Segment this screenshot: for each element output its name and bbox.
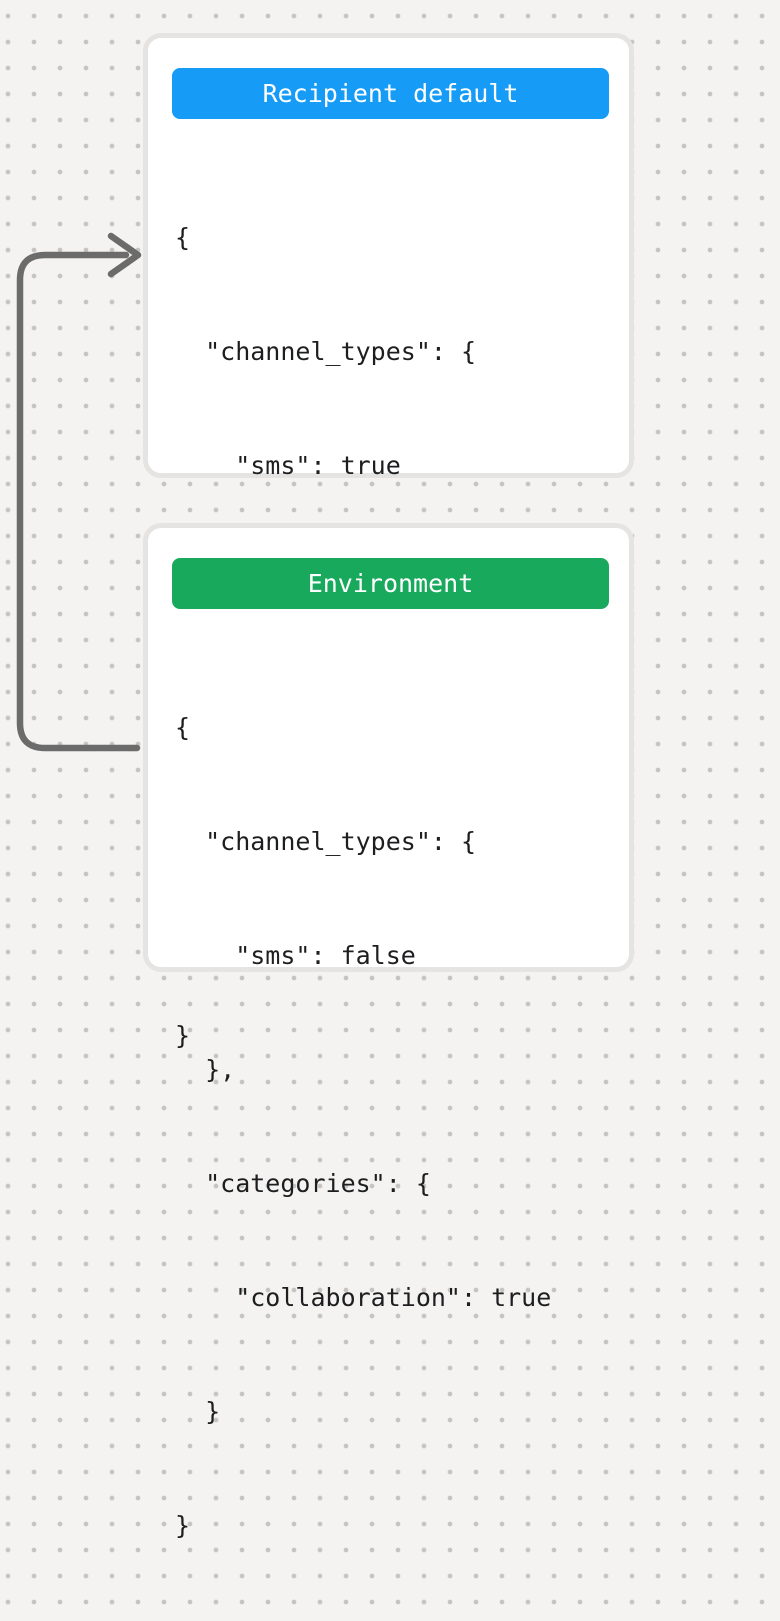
code-line: }	[175, 1397, 221, 1426]
code-line: {	[175, 713, 191, 742]
code-line: "channel_types": {	[175, 827, 477, 856]
card-title-environment: Environment	[172, 558, 609, 609]
code-line: "sms": true	[175, 451, 401, 480]
code-line: },	[175, 1055, 236, 1084]
code-line: "sms": false	[175, 941, 416, 970]
code-line: "collaboration": true	[175, 1283, 552, 1312]
merge-arrow-head	[107, 232, 142, 278]
card-title-recipient-default: Recipient default	[172, 68, 609, 119]
code-line: "channel_types": {	[175, 337, 477, 366]
json-code-environment: { "channel_types": { "sms": false }, "ca…	[175, 633, 629, 1621]
code-line: "categories": {	[175, 1169, 431, 1198]
card-environment: Environment { "channel_types": { "sms": …	[143, 523, 634, 1540]
code-line: {	[175, 223, 191, 252]
code-line: }	[175, 1511, 191, 1540]
card-recipient-default: Recipient default { "channel_types": { "…	[143, 33, 634, 1050]
merge-arrow-shaft	[16, 251, 141, 752]
